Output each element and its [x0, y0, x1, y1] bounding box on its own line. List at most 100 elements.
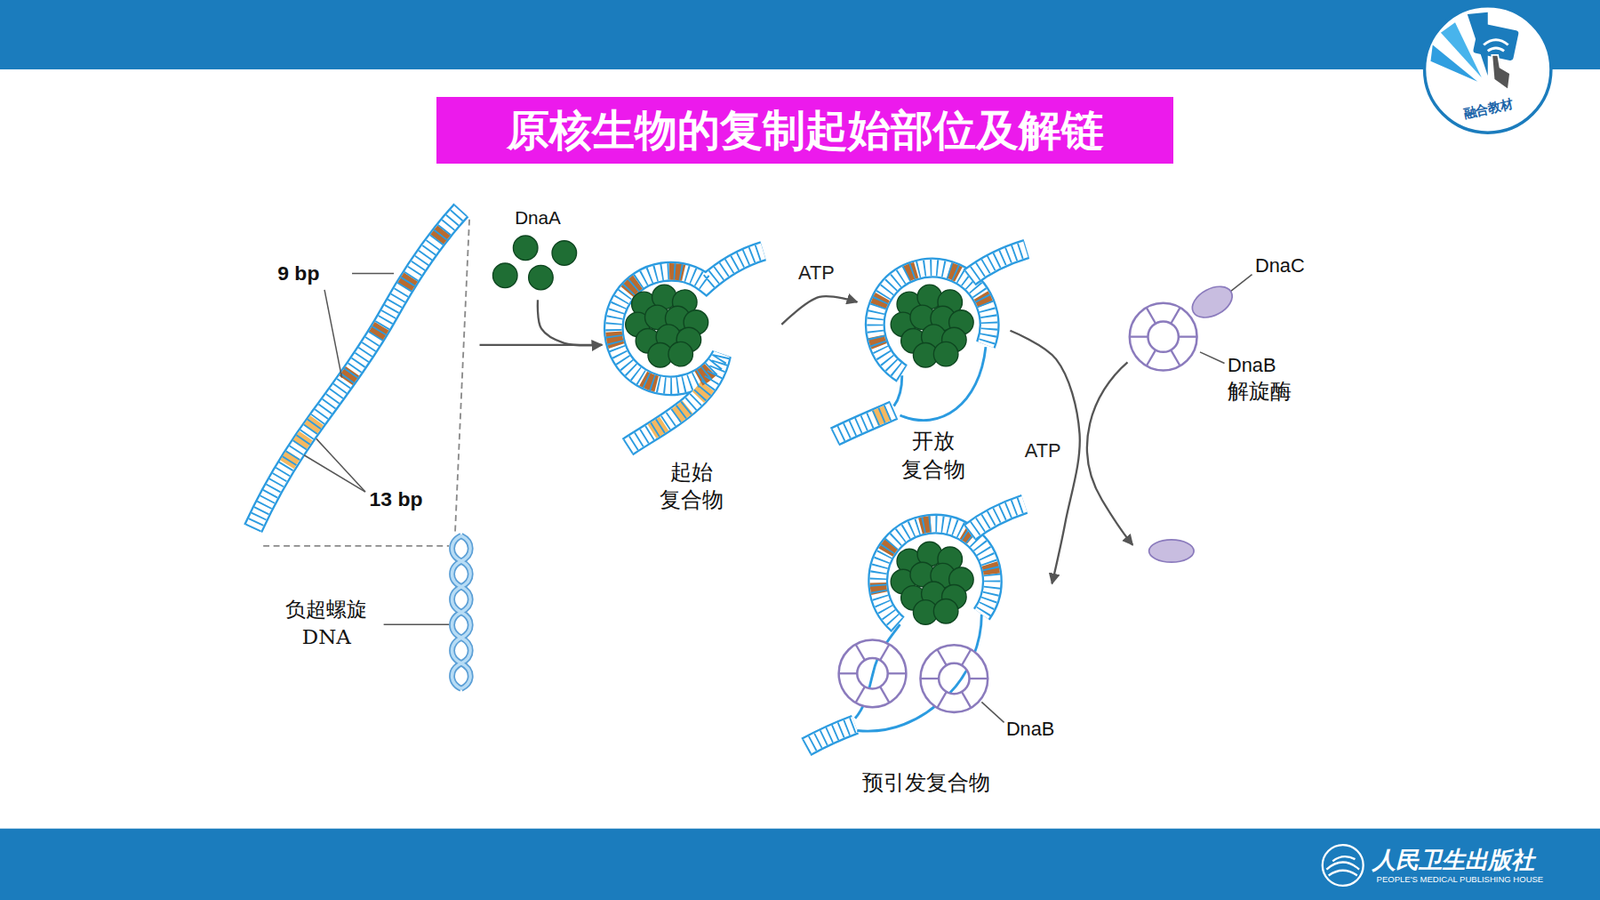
release-arrow [1087, 361, 1133, 544]
open-complex-dna [969, 248, 1027, 278]
node-caption: DnaB [1227, 352, 1277, 378]
illustration [839, 639, 907, 707]
dashed-guide [263, 544, 449, 547]
dna-duplex [253, 209, 462, 528]
logo-badge [1424, 6, 1552, 133]
edge-label: ATP [795, 261, 838, 285]
prepriming-dna [969, 504, 1025, 533]
open-complex-dna [834, 248, 1027, 437]
logo-badge [1483, 40, 1509, 52]
open-complex-dna [834, 409, 895, 437]
illustration [920, 644, 988, 712]
prepriming-dna [969, 504, 1025, 533]
complex-stage: 预引发复合物 [800, 514, 1052, 800]
logo-text: 融合教材 [1444, 92, 1532, 126]
title-banner: 原核生物的复制起始部位及解链 [436, 96, 1174, 164]
process-arrow [1009, 330, 1080, 584]
segment-label: 13 bp [369, 487, 424, 512]
dnac-protein [1149, 280, 1238, 562]
leader-line [981, 701, 1004, 722]
footer-bar [0, 828, 1600, 900]
dna-duplex [253, 209, 462, 528]
supercoil-dna [452, 535, 472, 688]
open-complex-dna [834, 409, 895, 437]
open-complex-dna [874, 267, 990, 374]
open-complex-dna [874, 267, 990, 374]
dnaa-protein [492, 263, 518, 288]
dnac-protein [1149, 539, 1195, 562]
prepriming-dna [806, 724, 856, 747]
leader-line [1200, 352, 1225, 364]
leader-line [352, 272, 394, 274]
initial-complex-dna [613, 250, 763, 447]
illustration [625, 284, 709, 368]
supercoil-dna [452, 535, 472, 688]
release-arrow [1087, 361, 1133, 544]
header-bar [0, 0, 1600, 70]
node-caption: 预引发复合物 [862, 768, 991, 797]
illustration [890, 541, 974, 624]
initial-complex-dna [613, 250, 763, 447]
node-caption: DnaA [514, 206, 561, 231]
logo-badge [1491, 55, 1511, 90]
prepriming-dna [806, 724, 856, 747]
helicase-group: DnaB解旋酶 [1125, 305, 1325, 421]
process-arrow [781, 296, 857, 325]
edge-label: ATP [1022, 439, 1064, 463]
leader-line [304, 455, 366, 492]
open-complex-dna [874, 267, 990, 374]
prepriming-dna [969, 504, 1025, 533]
protein-label: DnaC [1255, 254, 1305, 278]
leader-line [304, 273, 1252, 723]
footer-logo [1326, 856, 1360, 875]
dnaa-protein [528, 264, 554, 290]
publisher-english: PEOPLE'S MEDICAL PUBLISHING HOUSE [1376, 873, 1544, 884]
open-complex-dna [834, 409, 895, 437]
leader-line [384, 623, 449, 624]
dashed-guide [263, 219, 470, 546]
leader-line [324, 289, 343, 378]
supercoil-dna [452, 535, 472, 688]
dnaa-protein [492, 235, 576, 290]
footer-logo [1322, 844, 1364, 886]
prepriming-dna [806, 724, 856, 747]
footer-logo [1322, 844, 1364, 886]
supercoil-dna [452, 535, 472, 688]
logo-badge [1424, 6, 1552, 133]
node-caption: 起始 复合物 [655, 458, 728, 515]
open-complex-dna [969, 248, 1027, 278]
open-complex-dna [874, 267, 990, 374]
dna-duplex [253, 209, 462, 528]
leader-line [316, 438, 366, 492]
initial-complex-dna [613, 250, 763, 447]
prepriming-dna [806, 504, 1025, 747]
process-arrow [537, 299, 602, 345]
open-complex-dna [969, 248, 1027, 278]
initial-complex-dna [613, 250, 763, 447]
protein-label: DnaB [1006, 717, 1056, 741]
prepriming-dna [856, 614, 982, 731]
complex-stage: 开放 复合物 [856, 242, 1010, 488]
publisher-name: 人民卫生出版社 [1372, 845, 1535, 874]
protein-group: DnaA [491, 203, 584, 300]
complex-stage: 起始 复合物 [601, 244, 782, 519]
dashed-guide [455, 219, 470, 533]
dnaa-protein [512, 235, 538, 261]
initial-complex-dna [613, 250, 763, 447]
dna-label: 负超螺旋 DNA [269, 595, 384, 651]
open-complex-dna [834, 409, 895, 437]
dnac-protein [1186, 280, 1238, 324]
footer-bar [0, 828, 1600, 900]
dna-duplex [253, 209, 462, 528]
header-bar [0, 0, 1600, 70]
dnaa-protein [552, 240, 577, 266]
initial-complex-dna [613, 250, 763, 447]
dna-duplex [253, 209, 462, 528]
illustration [890, 284, 974, 368]
dna-duplex [253, 209, 462, 528]
supercoil-dna [452, 535, 472, 688]
illustration [1129, 303, 1198, 371]
segment-label: 9 bp [277, 261, 320, 287]
leader-line [1228, 274, 1252, 294]
